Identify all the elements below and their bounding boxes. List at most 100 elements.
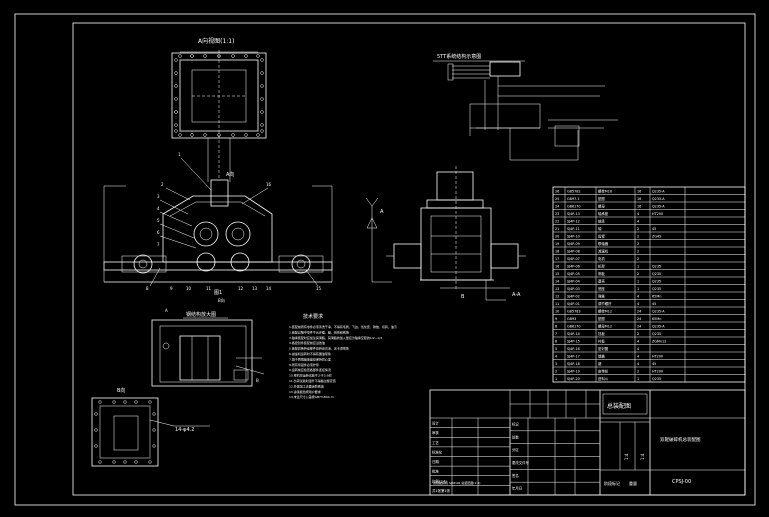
parts-table-cell: SJ4P-18 bbox=[567, 362, 580, 366]
parts-table-cell: GB93 bbox=[567, 317, 576, 321]
parts-table-cell: 2 bbox=[637, 242, 639, 246]
parts-table-cell: 衬板 bbox=[598, 338, 605, 343]
parts-table-cell: 4 bbox=[637, 302, 639, 306]
parts-table-cell: HT200 bbox=[652, 212, 663, 216]
title-block-footer-note: 双辊破碎机 SJ4P-00 总装配图(1:4) bbox=[433, 480, 480, 485]
parts-table-cell: 轴承座 bbox=[598, 211, 609, 216]
tech-note-line: 6.减速机运转时不得有漏油现象 bbox=[289, 351, 331, 356]
tech-notes-lines: 1.装配前所有零件必须清洗干净，不得有毛刺、飞边、氧化皮、锈蚀、切屑、油污2.装… bbox=[289, 324, 397, 399]
parts-table-cell: SJ4P-02 bbox=[567, 294, 580, 298]
parts-table-cell: 螺母M12 bbox=[598, 323, 612, 328]
title-block-left-label: 共1张第1张 bbox=[432, 488, 450, 493]
parts-table-cell: SJ4P-16 bbox=[567, 347, 580, 351]
detail-view: 钢结构放大图 A B bbox=[151, 308, 265, 387]
parts-table-cell: 1 bbox=[637, 287, 639, 291]
part-number-label: 16 bbox=[266, 182, 272, 187]
part-number-label: 1 bbox=[178, 152, 181, 157]
parts-table-cell: 9 bbox=[555, 317, 557, 321]
detail-view-label-a: A bbox=[165, 308, 168, 313]
parts-table-cell: 侧板 bbox=[598, 271, 605, 276]
parts-table-cell: 6 bbox=[555, 339, 557, 343]
side-view-mark-b: B bbox=[461, 294, 465, 300]
parts-table-cell: 7 bbox=[555, 332, 557, 336]
parts-table-cell: 螺母 bbox=[598, 203, 605, 208]
drawing-title: 双辊破碎机总装配图 bbox=[660, 436, 701, 443]
title-block-left-label: 审核 bbox=[432, 430, 439, 435]
hydraulic-view: 5TT系统结构示意图 bbox=[433, 53, 618, 161]
parts-table-cell: Q235 bbox=[652, 279, 661, 283]
parts-table-cell: 3 bbox=[555, 362, 557, 366]
title-block-sheet: 1:4 bbox=[640, 453, 645, 460]
title-block-left-label: 批准 bbox=[432, 469, 439, 474]
parts-table-cell: ZGMn13 bbox=[652, 339, 666, 343]
parts-table-cell: 65Mn bbox=[652, 294, 661, 298]
parts-table-cell: 14 bbox=[555, 279, 559, 283]
parts-table-cell: 2 bbox=[637, 234, 639, 238]
parts-table-cell: Q235-A bbox=[652, 309, 665, 313]
parts-table-cell: 2 bbox=[637, 369, 639, 373]
tech-note-line: 4.各密封件装配前应浸透油 bbox=[289, 340, 325, 345]
parts-table-cell: 键 bbox=[598, 361, 602, 366]
parts-table-cell: 1 bbox=[637, 264, 639, 268]
side-view-mark-a: A bbox=[380, 209, 384, 215]
part-number-label: 14 bbox=[266, 286, 272, 291]
front-view-sub-label: B向 bbox=[218, 297, 225, 303]
parts-table-cell: 底座 bbox=[598, 286, 605, 291]
parts-table-cell: 齿辊 bbox=[598, 233, 605, 238]
parts-table-cell: 2 bbox=[637, 332, 639, 336]
part-number-label: 8 bbox=[146, 286, 149, 291]
parts-table-cell: 4 bbox=[637, 339, 639, 343]
side-view: A B A-A bbox=[365, 166, 526, 301]
parts-table-cell: 2 bbox=[637, 272, 639, 276]
parts-table-cell: GB97.1 bbox=[567, 197, 580, 201]
parts-table-cell: Q235 bbox=[652, 272, 661, 276]
tech-note-line: 12.外露加工表面涂防锈油 bbox=[289, 383, 324, 388]
tech-note-line: 9.运转前应检查各部件连接情况 bbox=[289, 367, 331, 372]
parts-table-cell: 15 bbox=[555, 272, 559, 276]
tech-note-line: 13.涂漆颜色按用户要求 bbox=[289, 389, 321, 394]
outer-frame bbox=[14, 13, 756, 506]
parts-table-cell: Q235-A bbox=[652, 189, 665, 193]
part-number-label: 3 bbox=[157, 194, 160, 199]
parts-table-cell: 调节螺杆 bbox=[598, 301, 612, 306]
parts-table-cell: SJ4P-07 bbox=[567, 257, 580, 261]
parts-table-cell: 16 bbox=[555, 264, 559, 268]
tech-notes-title: 技术要求 bbox=[303, 313, 323, 320]
parts-table-cell: 16 bbox=[637, 197, 641, 201]
parts-table-cell: 皮带轮 bbox=[598, 368, 609, 373]
parts-table-cell: Q235 bbox=[652, 377, 661, 381]
title-block-mid-label: 更改文件号 bbox=[512, 460, 530, 465]
parts-table-cell: 18 bbox=[555, 249, 559, 253]
detail-view-title: 钢结构放大图 bbox=[186, 311, 216, 318]
parts-table-cell: 电机 bbox=[598, 256, 605, 261]
parts-table-cell: SJ4P-10 bbox=[567, 234, 580, 238]
parts-table-cell: 24 bbox=[637, 324, 641, 328]
title-block-label-stage: 阶段标记 bbox=[604, 480, 620, 486]
tech-note-line: 1.装配前所有零件必须清洗干净，不得有毛刺、飞边、氧化皮、锈蚀、切屑、油污 bbox=[289, 324, 397, 329]
parts-table-cell: SJ4P-09 bbox=[567, 242, 580, 246]
parts-table-cell: 8 bbox=[555, 324, 557, 328]
parts-table-cell: 螺栓M16 bbox=[598, 188, 612, 193]
title-block-mid-label: 年月日 bbox=[512, 486, 522, 491]
parts-table-cell: 垫圈 bbox=[598, 316, 605, 321]
parts-table-cell: 2 bbox=[637, 249, 639, 253]
tech-note-line: 3.轴承装配时应加注润滑脂，润滑脂的加入量应为轴承空腔的1/2~1/3 bbox=[289, 335, 382, 340]
parts-table-cell: 10 bbox=[555, 309, 559, 313]
